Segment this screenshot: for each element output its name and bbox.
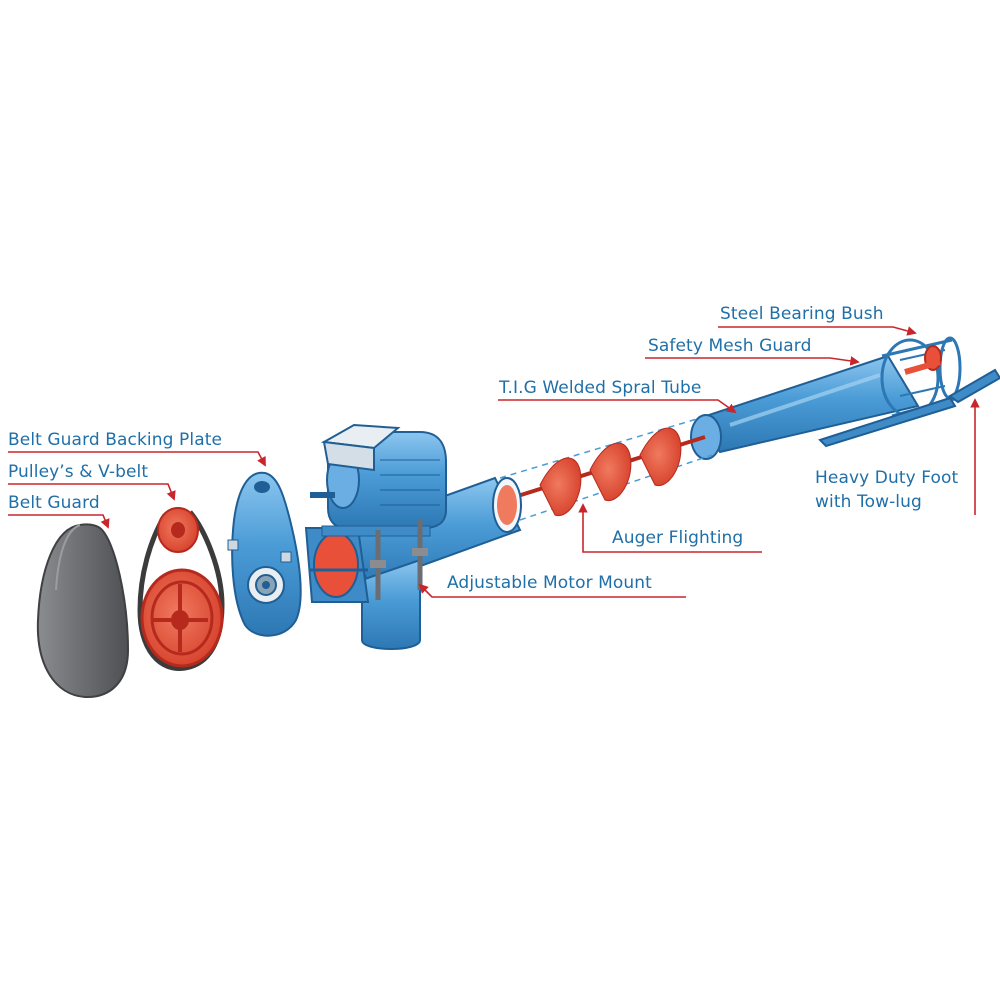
label-steel-bearing-bush: Steel Bearing Bush	[720, 304, 884, 324]
label-belt-guard: Belt Guard	[8, 493, 100, 513]
label-pulleys-vbelt: Pulley’s & V-belt	[8, 462, 149, 482]
heavy-duty-foot	[818, 368, 1000, 448]
label-safety-mesh-guard: Safety Mesh Guard	[648, 336, 812, 356]
belt-guard-backing-plate	[227, 471, 302, 637]
label-adjustable-motor-mount: Adjustable Motor Mount	[447, 573, 652, 593]
steel-bearing-bush	[904, 345, 942, 375]
electric-motor	[310, 423, 447, 529]
leader-lines	[8, 326, 980, 598]
label-heavy-duty-foot: Heavy Duty Foot	[815, 468, 959, 488]
label-auger-flighting: Auger Flighting	[612, 528, 744, 548]
pulleys-and-vbelt	[137, 507, 225, 671]
label-belt-guard-backing-plate: Belt Guard Backing Plate	[8, 430, 223, 450]
spiral-tube	[690, 354, 920, 460]
auger-flighting	[499, 417, 713, 521]
belt-guard	[36, 523, 130, 699]
adjustable-motor-mount	[321, 520, 431, 600]
label-tow-lug: with Tow-lug	[815, 492, 922, 512]
label-tig-welded-spiral-tube: T.I.G Welded Spral Tube	[499, 378, 702, 398]
